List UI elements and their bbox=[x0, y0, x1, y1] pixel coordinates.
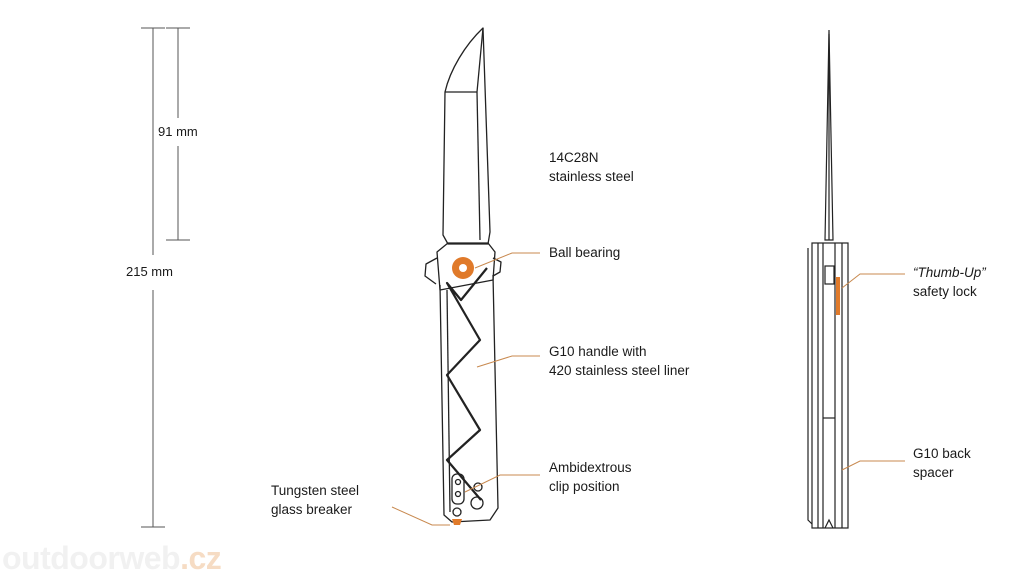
label-handle: G10 handle with 420 stainless steel line… bbox=[549, 342, 689, 380]
dimension-lines bbox=[141, 27, 190, 528]
label-ball-bearing: Ball bearing bbox=[549, 243, 620, 262]
watermark-tld: .cz bbox=[180, 540, 222, 576]
total-length-label: 215 mm bbox=[126, 262, 173, 281]
label-line: “Thumb-Up” bbox=[913, 265, 986, 280]
knife-side-view bbox=[807, 29, 849, 529]
label-line: glass breaker bbox=[271, 502, 353, 517]
label-line: 420 stainless steel liner bbox=[549, 363, 690, 378]
label-line: stainless steel bbox=[549, 169, 634, 184]
knife-front-view bbox=[424, 27, 502, 523]
blade bbox=[442, 27, 491, 245]
flipper-lugs bbox=[424, 257, 502, 285]
blade-length-label: 91 mm bbox=[158, 122, 198, 141]
handle bbox=[439, 274, 499, 523]
label-line: Ambidextrous bbox=[549, 460, 632, 475]
label-line: spacer bbox=[913, 465, 954, 480]
thumb-up-safety-lock bbox=[836, 277, 840, 315]
label-line: safety lock bbox=[913, 284, 977, 299]
label-line: G10 back bbox=[913, 446, 971, 461]
handle-zigzag bbox=[445, 267, 488, 501]
label-safety-lock: “Thumb-Up” safety lock bbox=[913, 263, 986, 301]
label-line: 14C28N bbox=[549, 150, 599, 165]
label-glass-breaker: Tungsten steel glass breaker bbox=[271, 481, 359, 519]
glass-breaker bbox=[452, 519, 462, 525]
label-line: Tungsten steel bbox=[271, 483, 360, 498]
label-line: G10 handle with bbox=[549, 344, 647, 359]
watermark-logo: outdoorweb.cz bbox=[2, 540, 222, 577]
leader-lines bbox=[391, 252, 905, 526]
label-line: clip position bbox=[549, 479, 620, 494]
label-clip: Ambidextrous clip position bbox=[549, 458, 632, 496]
label-blade-steel: 14C28N stainless steel bbox=[549, 148, 634, 186]
watermark-name: outdoorweb bbox=[2, 540, 181, 576]
label-back-spacer: G10 back spacer bbox=[913, 444, 971, 482]
label-line: Ball bearing bbox=[549, 245, 621, 260]
